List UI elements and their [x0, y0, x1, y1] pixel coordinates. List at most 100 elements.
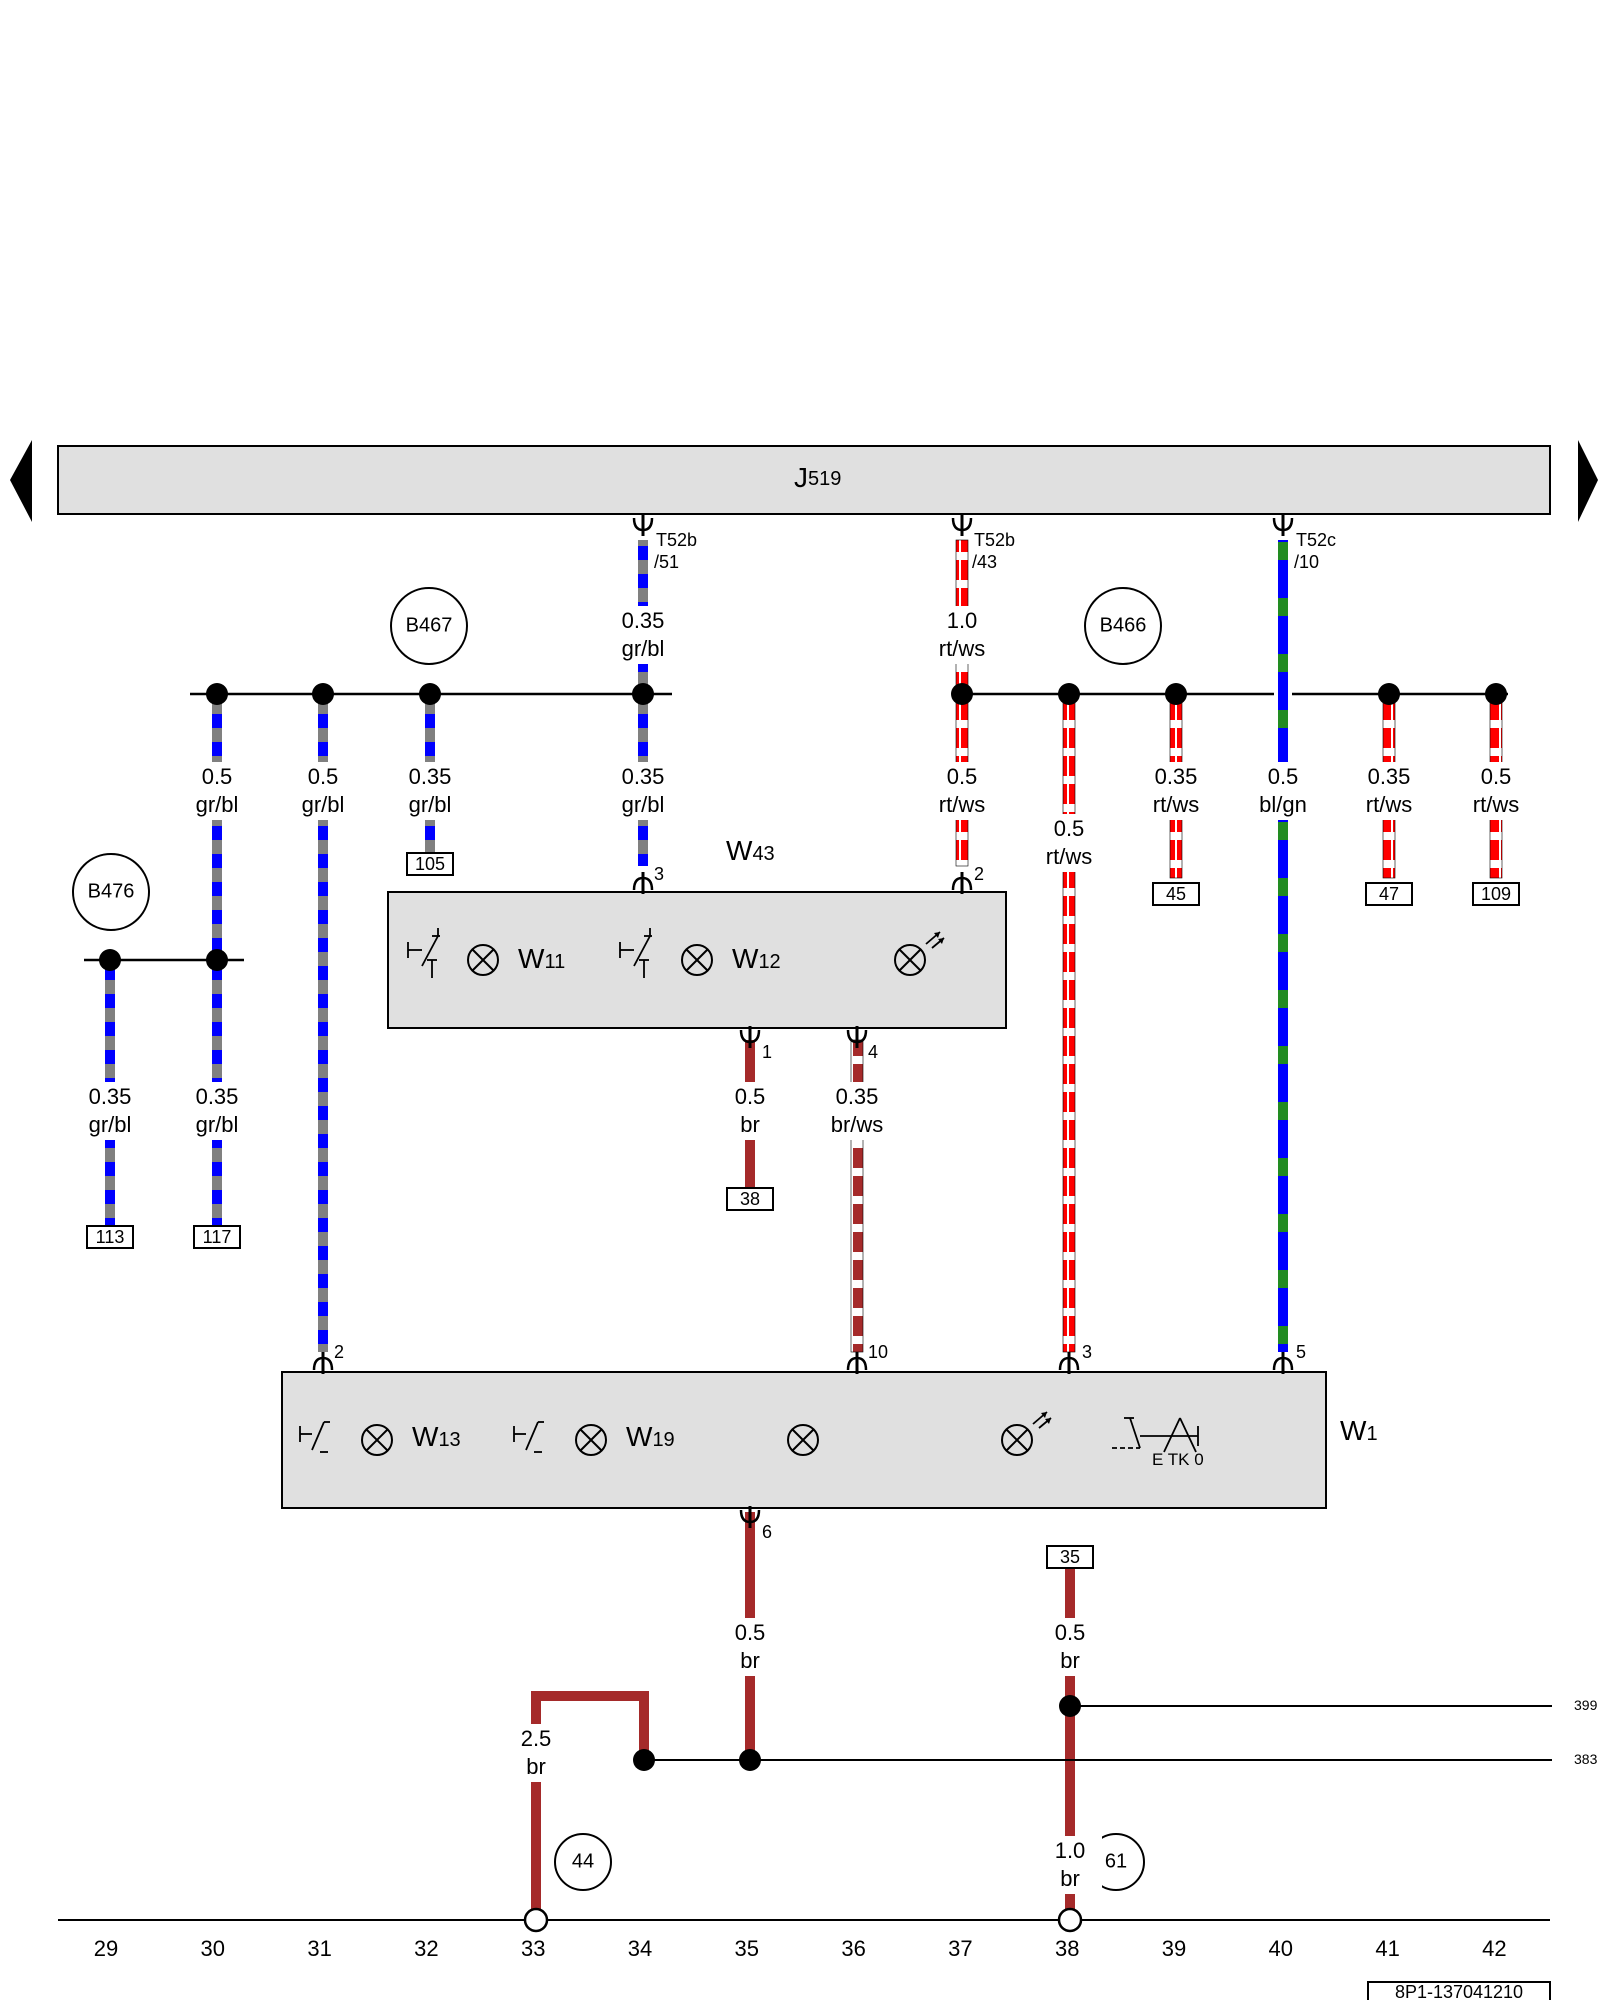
svg-text:105: 105 — [415, 854, 445, 874]
j519-module — [57, 445, 1551, 515]
ground-point-38 — [1057, 1907, 1083, 1933]
t52b43-line1: T52b — [974, 530, 1015, 550]
splice-node — [206, 683, 228, 705]
wire-label-w-b466-39: 0.35 rt/ws — [1144, 762, 1208, 820]
wire-color: br — [1060, 1648, 1080, 1673]
wire-size: 0.35 — [196, 1084, 239, 1109]
ref-box-38[interactable]: 38 — [726, 1187, 774, 1211]
wire-size: 0.35 — [836, 1084, 879, 1109]
ref-box-113[interactable]: 113 — [86, 1225, 134, 1249]
splice-node — [739, 1749, 761, 1771]
wire-size: 0.5 — [1054, 816, 1085, 841]
w13-label: W13 — [412, 1421, 461, 1452]
column-number: 32 — [414, 1936, 438, 1961]
w13-switch-icon — [299, 1421, 330, 1453]
wire-size: 0.5 — [1481, 764, 1512, 789]
ref-box-45[interactable]: 45 — [1152, 882, 1200, 906]
wire-label-w-w1-6: 0.5 br — [718, 1618, 782, 1676]
w1-pin2-cup — [312, 1352, 334, 1374]
w12-lamp-icon — [681, 944, 713, 976]
wire-b467-col30[interactable] — [212, 694, 222, 960]
wire-label-w-38-gnd: 1.0br — [1038, 1836, 1102, 1894]
wire-label-w-w43-4: 0.35 br/ws — [825, 1082, 889, 1140]
svg-text:47: 47 — [1379, 884, 1399, 904]
wire-color: gr/bl — [409, 792, 452, 817]
ground-44-label: 44 — [572, 1850, 594, 1872]
w1-label: W1 — [1340, 1415, 1378, 1446]
w1-pin3-cup — [1058, 1352, 1080, 1374]
column-number: 36 — [841, 1936, 865, 1961]
ground-point-33 — [523, 1907, 549, 1933]
wire-col38-ref35[interactable] — [1065, 1568, 1075, 1918]
wire-size: 0.35 — [89, 1084, 132, 1109]
t52b43-line2: /43 — [972, 552, 997, 572]
wire-ground44-2.5[interactable] — [531, 1691, 649, 1918]
left-continuation-arrow-icon[interactable] — [10, 440, 32, 522]
splice-node — [1378, 683, 1400, 705]
column-number: 42 — [1482, 1936, 1506, 1961]
ref-box-47[interactable]: 47 — [1365, 882, 1413, 906]
j519-t52c10-pin — [1272, 514, 1294, 536]
w1-pin3: 3 — [1082, 1342, 1092, 1362]
wire-size: 2.5 — [521, 1726, 552, 1751]
wire-color: br — [740, 1648, 760, 1673]
wire-b467-col31[interactable] — [318, 694, 328, 1352]
splice-b476-label: B476 — [88, 880, 135, 902]
splice-b466-label: B466 — [1100, 614, 1147, 636]
w43-pin2-cup — [951, 872, 973, 894]
wire-label-w-b466-40: 0.5bl/gn — [1251, 762, 1315, 820]
w19-switch-icon — [513, 1421, 544, 1453]
splice-b466 — [1084, 587, 1162, 665]
w43-pin1: 1 — [762, 1042, 772, 1062]
right-continuation-arrow-icon[interactable] — [1578, 440, 1598, 522]
w1-pin10-cup — [846, 1352, 868, 1374]
w1-pin5-cup — [1272, 1352, 1294, 1374]
ref-box-117[interactable]: 117 — [193, 1225, 241, 1249]
splice-node — [312, 683, 334, 705]
wire-color: bl/gn — [1259, 792, 1307, 817]
splice-b476 — [72, 853, 150, 931]
wire-color: br — [526, 1754, 546, 1779]
wire-labels: 0.35 gr/bl 1.0 rt/ws 0.5 gr/bl 0.5 gr/bl 0.35 gr/… — [78, 606, 1528, 1894]
w11-lamp-icon — [467, 944, 499, 976]
wire-size: 0.5 — [735, 1620, 766, 1645]
ref-box-109[interactable]: 109 — [1472, 882, 1520, 906]
splice-b467 — [390, 587, 468, 665]
wire-size: 0.35 — [409, 764, 452, 789]
wire-size: 1.0 — [1055, 1838, 1086, 1863]
wire-color: br/ws — [831, 1112, 884, 1137]
wire-color: rt/ws — [939, 636, 985, 661]
column-number: 40 — [1269, 1936, 1293, 1961]
wire-size: 1.0 — [947, 608, 978, 633]
nodes — [99, 683, 1507, 1771]
etk-label: E TK 0 — [1152, 1450, 1204, 1469]
wire-b466-col38[interactable] — [1062, 693, 1076, 1353]
w11-label: W11 — [518, 943, 565, 974]
splice-node — [1165, 683, 1187, 705]
w43-pin3: 3 — [654, 864, 664, 884]
w1-pin10: 10 — [868, 1342, 888, 1362]
column-number: 35 — [735, 1936, 759, 1961]
w11-switch-icon — [407, 928, 440, 978]
w1-led-icon — [1001, 1411, 1052, 1456]
ref-box-35[interactable]: 35 — [1046, 1545, 1094, 1569]
splice-node — [99, 949, 121, 971]
wire-size: 0.35 — [1155, 764, 1198, 789]
wire-color: rt/ws — [1153, 792, 1199, 817]
wire-color: gr/bl — [196, 1112, 239, 1137]
wire-color: gr/bl — [302, 792, 345, 817]
svg-text:113: 113 — [96, 1227, 125, 1247]
wire-label-w-j519-rt: 1.0 rt/ws — [930, 606, 994, 664]
ref-box-105[interactable]: 105 — [406, 852, 454, 876]
wire-label-w-b476-30: 0.35 gr/bl — [185, 1082, 249, 1140]
column-number: 41 — [1375, 1936, 1399, 1961]
wire-j519-t52c10[interactable] — [1278, 540, 1288, 1352]
wire-color: gr/bl — [196, 792, 239, 817]
splice-node — [1058, 683, 1080, 705]
w43-pin1-cup — [739, 1026, 761, 1048]
column-number: 29 — [94, 1936, 118, 1961]
